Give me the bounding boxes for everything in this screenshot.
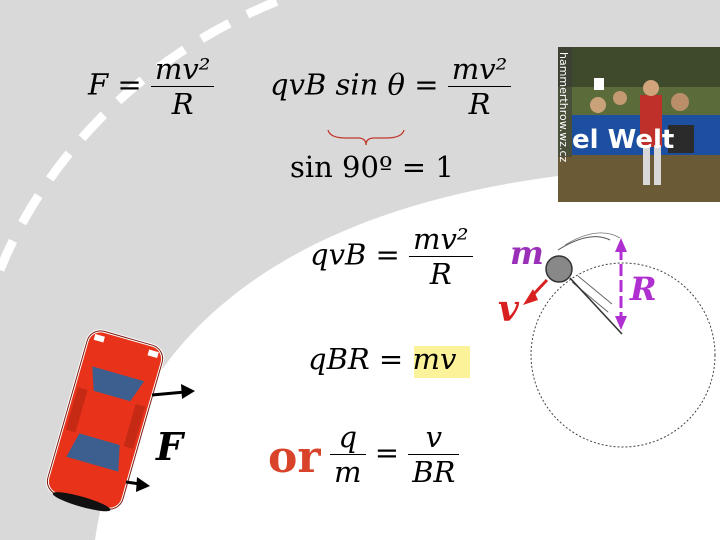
or-label: or bbox=[268, 432, 321, 483]
eq4-numerator: mv² bbox=[413, 222, 469, 256]
hammer-throw-photo bbox=[558, 47, 720, 202]
eq6-numerator-right: v bbox=[425, 420, 443, 454]
eq2-fraction: mv² R bbox=[447, 52, 512, 121]
eq1-denominator: R bbox=[150, 86, 215, 121]
motion-arc-1 bbox=[557, 236, 611, 251]
mass-label: m bbox=[510, 234, 544, 272]
equation-qbr: qBR = mv bbox=[308, 342, 456, 376]
eq4-fraction: mv² R bbox=[409, 222, 473, 291]
photo-banner-text: el Welt bbox=[572, 125, 674, 155]
lane-dashes bbox=[0, 0, 282, 272]
eq6-numerator-left: q bbox=[338, 420, 358, 454]
eq5-highlighted-mv: mv bbox=[412, 342, 457, 376]
force-arrow-2-head bbox=[136, 477, 150, 492]
circular-path-diagram bbox=[523, 232, 716, 448]
eq6-denominator-left: m bbox=[330, 454, 366, 489]
photo-side-text: hammerthrow.wz.cz bbox=[557, 52, 570, 163]
brace bbox=[327, 129, 405, 146]
radius-label: R bbox=[630, 270, 657, 308]
velocity-arrow-head bbox=[523, 289, 538, 305]
equation-sin-90: sin 90º = 1 bbox=[290, 150, 454, 184]
eq5-lhs: qBR = bbox=[308, 342, 404, 376]
eq4-lhs: qvB = bbox=[310, 237, 400, 272]
mv-highlight bbox=[414, 346, 470, 378]
velocity-label: v bbox=[498, 288, 519, 330]
equation-lorentz-centripetal: qvB sin θ = mv² R bbox=[270, 52, 512, 121]
equation-charge-to-mass: q m = v BR bbox=[330, 420, 460, 489]
orbit-circle bbox=[530, 262, 716, 448]
radius-arrow-head-top bbox=[615, 238, 627, 252]
radius-arrow-head-bottom bbox=[615, 316, 627, 330]
force-arrow-1-shaft bbox=[151, 390, 186, 397]
eq1-numerator: mv² bbox=[154, 52, 211, 86]
car bbox=[45, 329, 165, 512]
string-line bbox=[569, 277, 623, 335]
force-label: F bbox=[156, 424, 183, 469]
mass-ball bbox=[545, 255, 573, 283]
equation-qvb: qvB = mv² R bbox=[310, 222, 473, 291]
eq6-denominator-right: BR bbox=[408, 454, 460, 489]
eq1-fraction: mv² R bbox=[150, 52, 215, 121]
eq6-equals: = bbox=[374, 435, 400, 470]
equation-force: F = mv² R bbox=[88, 52, 215, 121]
eq6-fraction-left: q m bbox=[330, 420, 366, 489]
eq2-numerator: mv² bbox=[451, 52, 508, 86]
eq4-denominator: R bbox=[409, 256, 473, 291]
motion-arc-2 bbox=[564, 232, 621, 246]
eq2-lhs: qvB sin θ = bbox=[270, 67, 439, 102]
eq6-fraction-right: v BR bbox=[408, 420, 460, 489]
eq2-denominator: R bbox=[447, 86, 512, 121]
eq3-text: sin 90º = 1 bbox=[290, 150, 454, 184]
eq1-lhs: F = bbox=[88, 67, 142, 102]
motion-line-2 bbox=[577, 275, 613, 305]
force-arrow-1-head bbox=[181, 384, 195, 399]
